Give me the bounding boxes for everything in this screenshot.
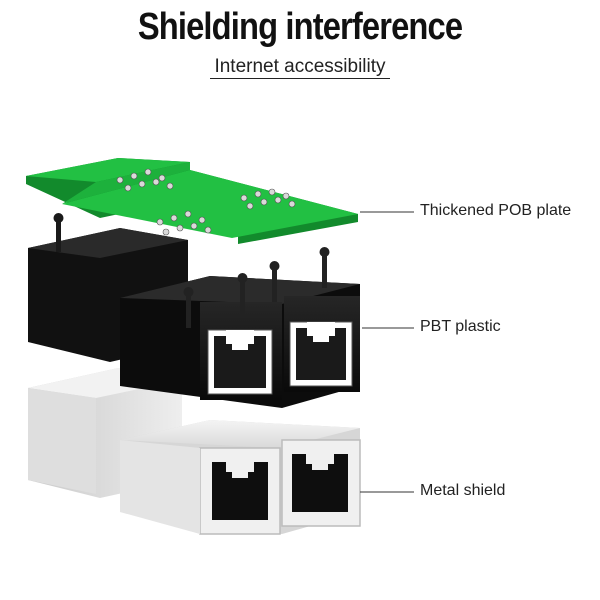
metal-port-right	[292, 454, 348, 512]
page-title: Shielding interference	[137, 6, 463, 48]
pbt-port-right	[289, 321, 353, 387]
callout-label-pcb: Thickened POB plate	[420, 202, 572, 219]
subtitle-text: Internet accessibility	[210, 56, 390, 79]
metal-shield-front	[120, 420, 361, 535]
pcb-board	[26, 158, 358, 244]
pbt-port-left	[207, 329, 273, 395]
callout-label-pbt: PBT plastic	[420, 318, 501, 335]
callout-label-metal: Metal shield	[420, 482, 506, 499]
page-subtitle: Internet accessibility	[0, 56, 600, 79]
pbt-housing-front	[120, 247, 360, 408]
metal-port-left	[212, 462, 268, 520]
